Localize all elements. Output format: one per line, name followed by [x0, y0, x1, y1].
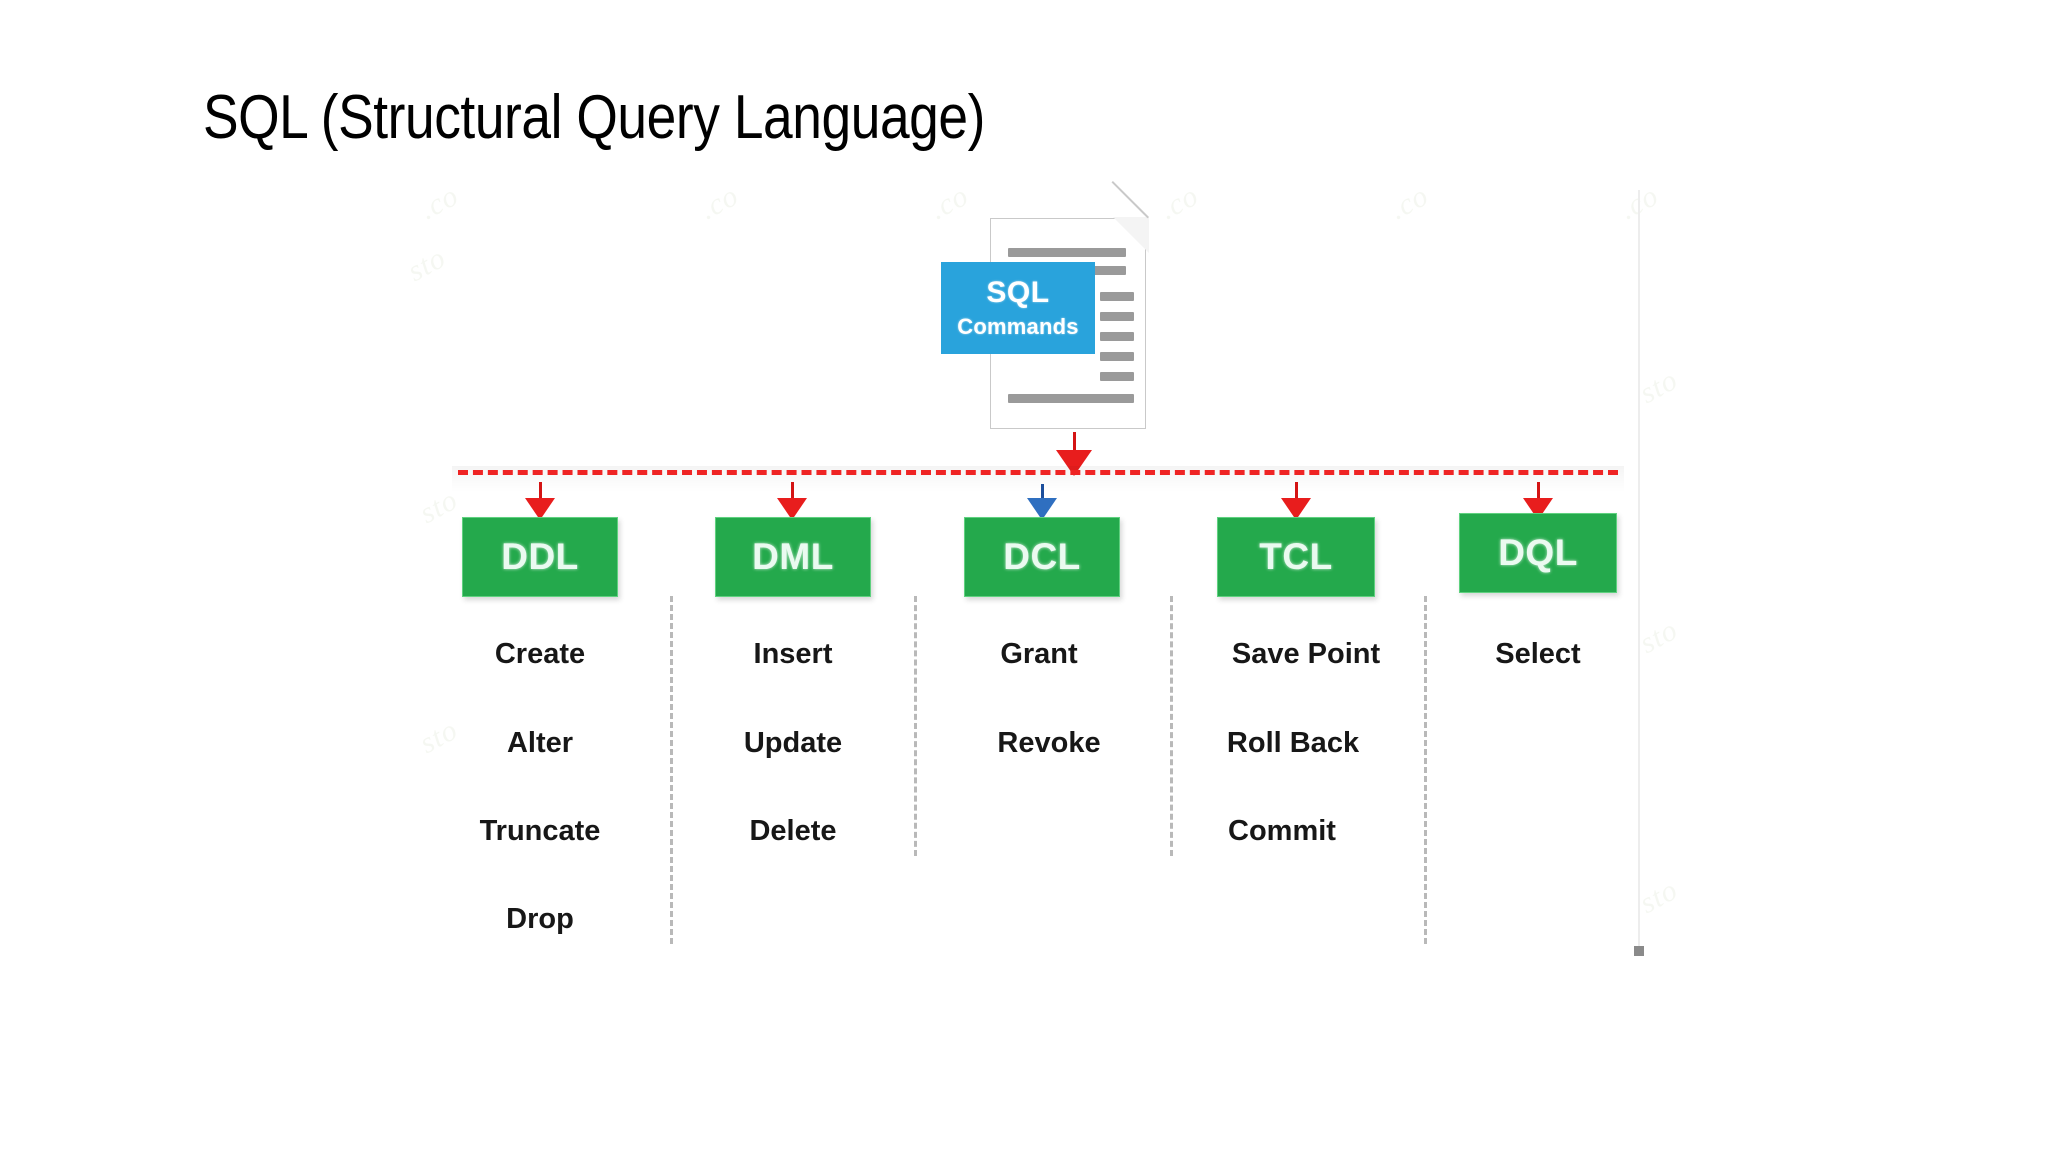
- sql-distribution-bus-line: [458, 470, 1618, 475]
- arrow-head: [525, 498, 555, 520]
- command-item-dml-insert[interactable]: Insert: [753, 638, 833, 670]
- category-label-ddl: DDL: [501, 536, 579, 577]
- arrow-shaft: [1040, 484, 1044, 502]
- watermark-mark: sto: [414, 483, 464, 531]
- branch-arrow-tcl-icon: [1281, 482, 1311, 526]
- category-box-tcl[interactable]: TCL: [1217, 517, 1375, 597]
- arrow-shaft: [790, 482, 794, 502]
- category-box-ddl[interactable]: DDL: [462, 517, 618, 597]
- category-box-dml[interactable]: DML: [715, 517, 871, 597]
- arrow-head: [777, 498, 807, 520]
- command-item-dml-delete[interactable]: Delete: [749, 815, 837, 847]
- command-item-dcl-revoke[interactable]: Revoke: [997, 727, 1101, 759]
- arrow-shaft: [1072, 432, 1076, 454]
- doc-text-line: [1100, 352, 1134, 361]
- category-label-dql: DQL: [1498, 532, 1578, 573]
- arrow-shaft: [1536, 482, 1540, 502]
- column-separator-3: [1170, 596, 1173, 856]
- watermark-mark: sto: [1634, 613, 1684, 661]
- doc-text-line: [1100, 312, 1134, 321]
- right-frame-handle[interactable]: [1634, 946, 1644, 956]
- watermark-mark: sto: [1634, 363, 1684, 411]
- watermark-mark: .co: [1384, 178, 1435, 227]
- arrow-head: [1027, 498, 1057, 520]
- command-item-tcl-save-point[interactable]: Save Point: [1231, 638, 1381, 670]
- sql-badge-line1: SQL: [986, 276, 1050, 309]
- document-fold-edge: [1111, 180, 1149, 219]
- right-frame-rule: [1638, 190, 1640, 952]
- column-separator-2: [914, 596, 917, 856]
- watermark-mark: .co: [414, 178, 465, 227]
- command-item-ddl-drop[interactable]: Drop: [506, 903, 574, 935]
- sql-commands-document-icon: SQL Commands: [941, 180, 1149, 431]
- doc-text-line: [1008, 394, 1134, 403]
- category-box-dcl[interactable]: DCL: [964, 517, 1120, 597]
- command-item-tcl-roll-back[interactable]: Roll Back: [1226, 727, 1360, 759]
- doc-text-line: [1100, 372, 1134, 381]
- watermark-mark: sto: [402, 241, 452, 289]
- watermark-mark: .co: [924, 178, 975, 227]
- branch-arrow-ddl-icon: [525, 482, 555, 526]
- arrow-head: [1281, 498, 1311, 520]
- command-item-tcl-commit[interactable]: Commit: [1228, 815, 1336, 847]
- watermark-mark: sto: [1634, 873, 1684, 921]
- branch-arrow-dml-icon: [777, 482, 807, 526]
- doc-text-line: [1008, 248, 1126, 257]
- document-fold-corner: [1113, 217, 1149, 253]
- column-separator-4: [1424, 596, 1427, 944]
- command-item-dml-update[interactable]: Update: [743, 727, 843, 759]
- category-label-dcl: DCL: [1003, 536, 1081, 577]
- sql-commands-badge: SQL Commands: [941, 262, 1095, 354]
- watermark-mark: .co: [1154, 178, 1205, 227]
- arrow-shaft: [1294, 482, 1298, 502]
- category-label-dml: DML: [752, 536, 834, 577]
- category-box-dql[interactable]: DQL: [1459, 513, 1617, 593]
- watermark-mark: sto: [414, 713, 464, 761]
- command-item-dql-select[interactable]: Select: [1495, 638, 1581, 670]
- command-item-ddl-truncate[interactable]: Truncate: [479, 815, 601, 847]
- category-label-tcl: TCL: [1259, 536, 1333, 577]
- command-item-ddl-create[interactable]: Create: [494, 638, 586, 670]
- watermark-mark: .co: [694, 178, 745, 227]
- branch-arrow-dcl-icon: [1027, 484, 1057, 528]
- column-separator-1: [670, 596, 673, 944]
- doc-text-line: [1100, 292, 1134, 301]
- command-item-ddl-alter[interactable]: Alter: [506, 727, 574, 759]
- command-item-dcl-grant[interactable]: Grant: [1000, 638, 1078, 670]
- arrow-shaft: [538, 482, 542, 502]
- doc-text-line: [1100, 332, 1134, 341]
- page-title: SQL (Structural Query Language): [203, 83, 985, 152]
- sql-badge-line2: Commands: [957, 314, 1079, 339]
